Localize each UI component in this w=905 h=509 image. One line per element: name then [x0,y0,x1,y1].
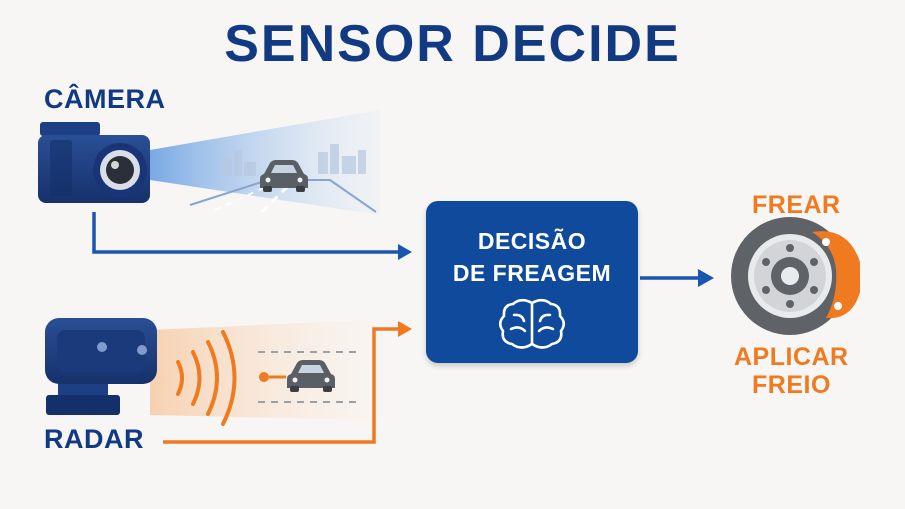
radar-view-scene [150,320,370,420]
radar-to-decision-arrow [163,321,412,444]
radar-waves-icon [176,330,237,426]
camera-view-scene [150,110,380,215]
camera-icon [38,122,150,203]
page-title: SENSOR DECIDE [224,15,681,73]
radar-detection-marker [259,372,286,382]
decision-to-brake-arrow [640,269,714,287]
decision-line-1: DECISÃO [477,228,587,254]
brain-icon [498,298,566,349]
radar-label: RADAR [44,424,144,454]
car-icon [287,360,335,392]
braking-decision-box: DECISÃO DE FREAGEM [426,201,638,363]
car-icon [260,160,308,192]
apply-brake-line-1: APLICAR [734,343,849,371]
brake-disc-icon [731,217,860,335]
radar-sensor-icon [45,318,157,415]
brake-label: FREAR [752,191,841,219]
decision-line-2: DE FREAGEM [452,260,612,286]
camera-to-decision-arrow [92,212,412,260]
camera-label: CÂMERA [44,84,166,114]
apply-brake-line-2: FREIO [752,371,831,399]
